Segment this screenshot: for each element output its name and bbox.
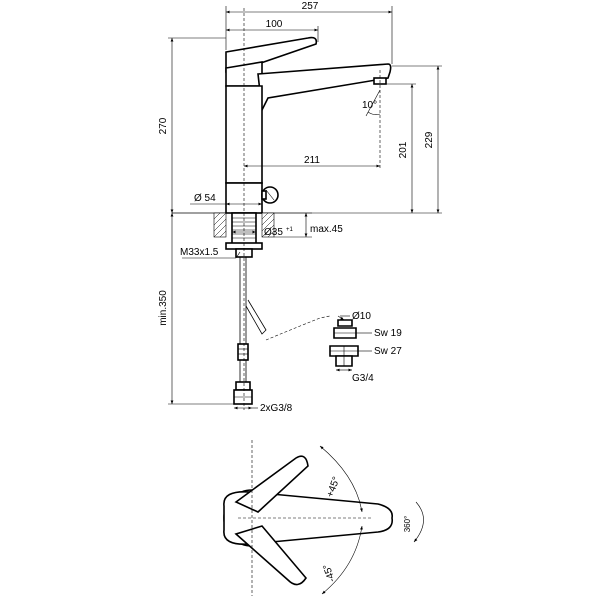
- dim-thread: M33x1.5: [180, 247, 219, 258]
- dim-swing-plus: +45°: [325, 475, 343, 498]
- dim-base-diameter: Ø 54: [194, 193, 216, 204]
- dim-270: 270: [158, 117, 169, 134]
- valve-fittings: [330, 320, 358, 366]
- side-valve-stem: [262, 191, 266, 199]
- supply-hoses: [234, 257, 330, 404]
- dim-connections: 2xG3/8: [260, 403, 293, 414]
- dim-257: 257: [302, 1, 319, 12]
- dim-211: 211: [304, 155, 320, 166]
- dim-hose-length: min.350: [158, 290, 169, 326]
- dim-valve-thread: G3/4: [352, 373, 374, 384]
- dim-fitting-diameter: Ø10: [352, 311, 371, 322]
- dim-wrench-19: Sw 19: [374, 328, 402, 339]
- dim-201: 201: [398, 141, 409, 158]
- dim-229: 229: [424, 131, 435, 148]
- dim-swing-minus: -45°: [321, 562, 338, 583]
- dim-100: 100: [266, 19, 283, 30]
- dim-hole-diameter: Ø35: [264, 227, 283, 238]
- dim-wrench-27: Sw 27: [374, 346, 402, 357]
- dim-hole-tolerance: +1: [286, 227, 294, 233]
- faucet-side-view: [226, 38, 391, 213]
- dim-deck-thickness: max.45: [310, 224, 343, 235]
- dim-rotation: 360°: [403, 516, 412, 533]
- dim-10-deg: 10°: [362, 100, 377, 111]
